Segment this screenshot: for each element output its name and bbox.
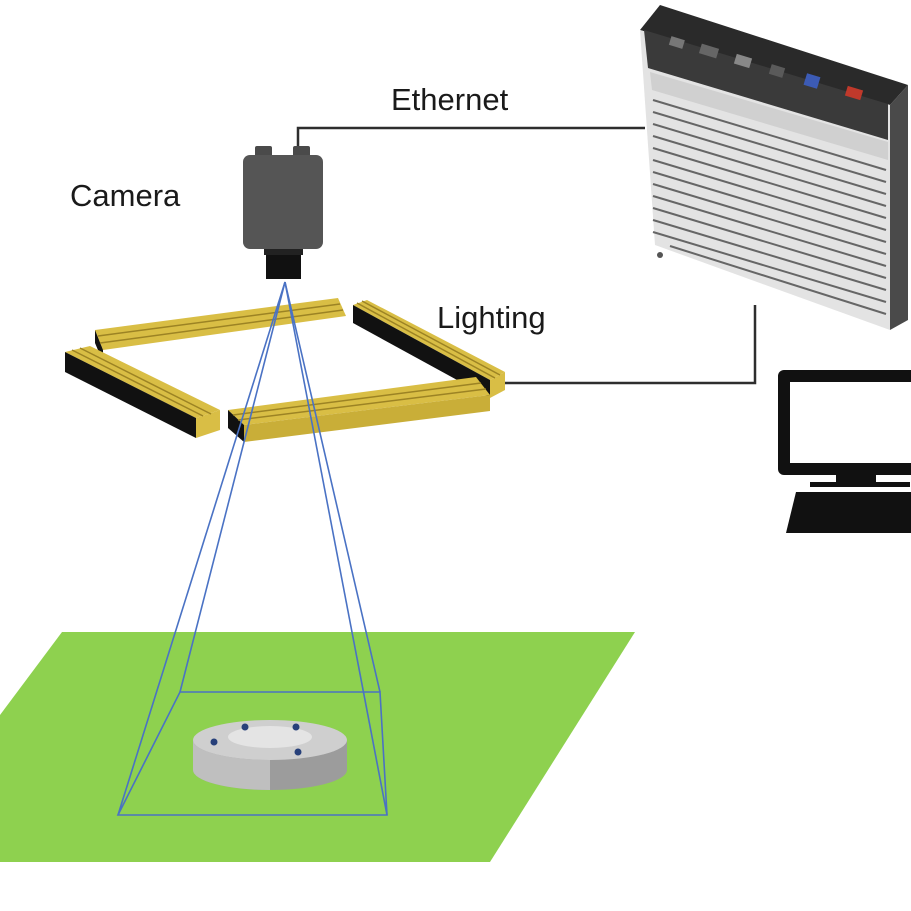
ethernet-label: Ethernet: [391, 82, 509, 117]
cable-lines: [296, 126, 757, 385]
ethernet-cable: [296, 126, 645, 148]
monitor-icon: [778, 370, 911, 487]
lighting-cable: [500, 305, 757, 385]
keyboard-icon: [786, 492, 911, 533]
lighting-label: Lighting: [437, 300, 546, 335]
industrial-pc-icon: [640, 5, 908, 330]
light-bar-back: [95, 298, 346, 350]
workpiece-icon: [193, 720, 347, 790]
field-of-view: [116, 281, 388, 816]
camera-icon: [243, 146, 323, 279]
light-bar-left: [65, 346, 220, 418]
light-bar-right: [353, 300, 505, 380]
ring-light-icon: [65, 298, 505, 442]
camera-label: Camera: [70, 178, 181, 213]
